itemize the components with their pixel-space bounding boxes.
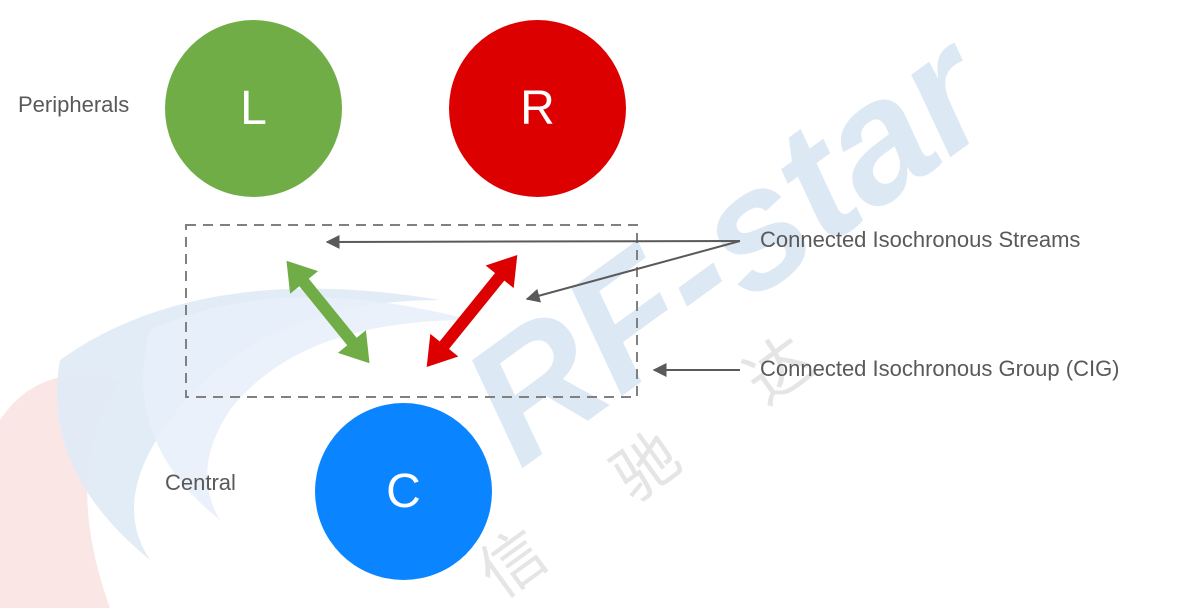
central-label: Central xyxy=(165,470,236,495)
cig-label: Connected Isochronous Group (CIG) xyxy=(760,356,1120,381)
node-r: R xyxy=(449,20,626,197)
node-l: L xyxy=(165,20,342,197)
cis-pointer-line-2 xyxy=(525,240,741,303)
node-l-label: L xyxy=(240,82,267,135)
node-c: C xyxy=(315,403,492,580)
watermark-swoosh-blue-2 xyxy=(143,297,471,520)
cis-label: Connected Isochronous Streams xyxy=(760,227,1081,252)
cis-pointer-line-1 xyxy=(325,234,741,249)
red-cis-arrow xyxy=(426,255,518,367)
node-r-label: R xyxy=(520,82,555,135)
node-c-label: C xyxy=(386,465,421,518)
cig-dashed-box xyxy=(185,224,638,398)
green-cis-arrow xyxy=(286,260,370,364)
peripherals-label: Peripherals xyxy=(18,92,130,117)
